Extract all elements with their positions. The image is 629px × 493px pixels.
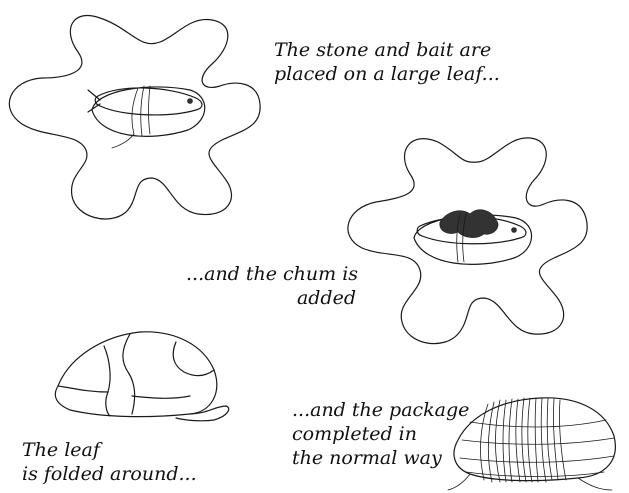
package-wrapping: [481, 398, 566, 482]
caption-step3-line2: is folded around...: [22, 462, 197, 486]
chum-pile: [440, 210, 498, 238]
completed-package: [454, 398, 615, 481]
line-end-1: [112, 134, 134, 148]
step4-figure: [448, 398, 615, 490]
caption-step3: The leaf is folded around...: [22, 438, 197, 486]
fish-eye-2: [512, 228, 517, 233]
step1-figure: [9, 16, 260, 219]
large-leaf-outline-2: [348, 138, 587, 344]
caption-step3-line1: The leaf: [22, 438, 197, 462]
fold-crease-2: [123, 334, 135, 414]
caption-step1-line1: The stone and bait are: [274, 38, 500, 62]
fold-crease-1: [104, 346, 110, 416]
caption-step2-line2: added: [186, 286, 356, 310]
caption-step4: ...and the package completed in the norm…: [292, 398, 469, 470]
caption-step4-line2: completed in: [292, 422, 469, 446]
caption-step2: ...and the chum is added: [186, 262, 356, 310]
folded-leaf-package: [55, 332, 216, 417]
caption-step4-line1: ...and the package: [292, 398, 469, 422]
fold-crease-4: [58, 386, 190, 398]
caption-step1: The stone and bait are placed on a large…: [274, 38, 500, 86]
step3-figure: [55, 332, 228, 421]
binding-line-1: [132, 86, 150, 136]
caption-step4-line3: the normal way: [292, 446, 469, 470]
large-leaf-outline-1: [9, 16, 260, 219]
fish-eye-1: [188, 99, 193, 104]
leaf-tail-3: [176, 406, 229, 421]
caption-step2-line1: ...and the chum is: [186, 262, 356, 286]
step2-figure: [348, 138, 587, 344]
caption-step1-line2: placed on a large leaf...: [274, 62, 500, 86]
